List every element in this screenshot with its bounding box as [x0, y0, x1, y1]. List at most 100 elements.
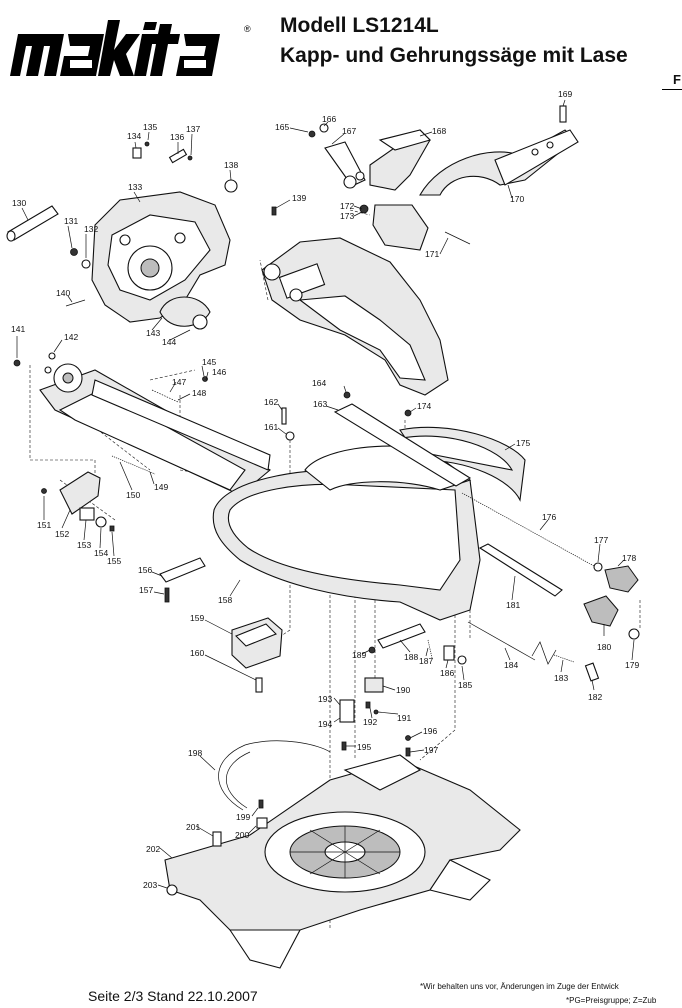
part-label-200: 200	[235, 830, 249, 840]
part-label-173: 173	[340, 211, 354, 221]
part-143-144-disc	[159, 296, 211, 330]
part-label-150: 150	[126, 490, 140, 500]
part-label-164: 164	[312, 378, 326, 388]
part-170-lower-guard	[419, 129, 579, 196]
part-label-153: 153	[77, 540, 91, 550]
part-161-164-fasteners	[281, 391, 412, 441]
part-label-203: 203	[143, 880, 157, 890]
part-151-155-block	[41, 471, 115, 532]
footer-note-changes: *Wir behalten uns vor, Änderungen im Zug…	[420, 982, 619, 991]
part-label-142: 142	[64, 332, 78, 342]
part-169-screw	[559, 105, 567, 123]
part-number-labels: 130 131 132 133 134 135 136 137 138 139 …	[11, 89, 639, 890]
part-label-172: 172	[340, 201, 354, 211]
part-label-167: 167	[342, 126, 356, 136]
reference-mark: F	[673, 72, 681, 87]
part-label-145: 145	[202, 357, 216, 367]
part-149-150-bolt	[111, 455, 156, 475]
part-label-139: 139	[292, 193, 306, 203]
part-202-base	[164, 754, 521, 969]
part-label-170: 170	[510, 194, 524, 204]
part-label-146: 146	[212, 367, 226, 377]
part-label-152: 152	[55, 529, 69, 539]
part-label-175: 175	[516, 438, 530, 448]
part-label-133: 133	[128, 182, 142, 192]
part-159-clamp	[231, 617, 283, 693]
part-189-195-parts	[339, 677, 384, 751]
part-label-188: 188	[404, 652, 418, 662]
part-label-198: 198	[188, 748, 202, 758]
part-label-182: 182	[588, 692, 602, 702]
part-181-rod	[478, 543, 563, 597]
part-label-192: 192	[363, 717, 377, 727]
part-182-184-parts	[467, 621, 600, 682]
part-label-131: 131	[64, 216, 78, 226]
part-label-185: 185	[458, 680, 472, 690]
part-156-157-parts	[159, 557, 206, 603]
part-label-183: 183	[554, 673, 568, 683]
part-168-bracket	[369, 129, 432, 191]
part-label-193: 193	[318, 694, 332, 704]
part-label-144: 144	[162, 337, 176, 347]
part-label-148: 148	[192, 388, 206, 398]
part-label-180: 180	[597, 642, 611, 652]
part-label-174: 174	[417, 401, 431, 411]
part-label-199: 199	[236, 812, 250, 822]
part-label-168: 168	[432, 126, 446, 136]
part-label-143: 143	[146, 328, 160, 338]
part-167-link	[324, 141, 366, 189]
part-label-140: 140	[56, 288, 70, 298]
part-179-180-knob	[583, 595, 640, 640]
page-title-description: Kapp- und Gehrungssäge mit Lase	[280, 44, 628, 67]
reference-underline	[662, 89, 682, 90]
leader-lines	[16, 99, 635, 889]
part-label-138: 138	[224, 160, 238, 170]
page-info: Seite 2/3 Stand 22.10.2007	[88, 988, 258, 1004]
part-label-130: 130	[12, 198, 26, 208]
part-label-201: 201	[186, 822, 200, 832]
part-label-147: 147	[172, 377, 186, 387]
part-label-151: 151	[37, 520, 51, 530]
part-label-176: 176	[542, 512, 556, 522]
part-label-162: 162	[264, 397, 278, 407]
part-165-166-screws	[308, 123, 329, 138]
part-label-177: 177	[594, 535, 608, 545]
part-131-140-fasteners	[65, 248, 91, 307]
part-label-190: 190	[396, 685, 410, 695]
part-177-178-knob	[593, 562, 639, 593]
part-label-194: 194	[318, 719, 332, 729]
part-label-166: 166	[322, 114, 336, 124]
part-label-165: 165	[275, 122, 289, 132]
makita-logo: ®	[8, 10, 256, 82]
part-175-fence	[399, 426, 526, 502]
part-133-motor-housing	[91, 191, 231, 323]
part-label-197: 197	[424, 745, 438, 755]
part-198-guide-ring	[218, 740, 331, 811]
part-label-184: 184	[504, 660, 518, 670]
part-label-161: 161	[264, 422, 278, 432]
page-title-model: Modell LS1214L	[280, 14, 439, 37]
part-171-screw	[444, 231, 471, 245]
part-label-202: 202	[146, 844, 160, 854]
part-label-149: 149	[154, 482, 168, 492]
part-163-bar	[333, 403, 472, 487]
part-label-160: 160	[190, 648, 204, 658]
part-label-155: 155	[107, 556, 121, 566]
part-label-186: 186	[440, 668, 454, 678]
registered-mark: ®	[244, 24, 251, 34]
part-185-188-parts	[368, 623, 467, 665]
part-130-rod	[6, 205, 59, 242]
part-label-132: 132	[84, 224, 98, 234]
part-label-191: 191	[397, 713, 411, 723]
part-label-154: 154	[94, 548, 108, 558]
part-label-189: 189	[352, 650, 366, 660]
part-196-197-screws	[405, 735, 411, 757]
part-label-156: 156	[138, 565, 152, 575]
part-label-187: 187	[419, 656, 433, 666]
part-rails	[13, 352, 271, 496]
part-label-178: 178	[622, 553, 636, 563]
part-label-158: 158	[218, 595, 232, 605]
part-label-163: 163	[313, 399, 327, 409]
part-label-159: 159	[190, 613, 204, 623]
part-172-173-plate	[359, 204, 429, 251]
